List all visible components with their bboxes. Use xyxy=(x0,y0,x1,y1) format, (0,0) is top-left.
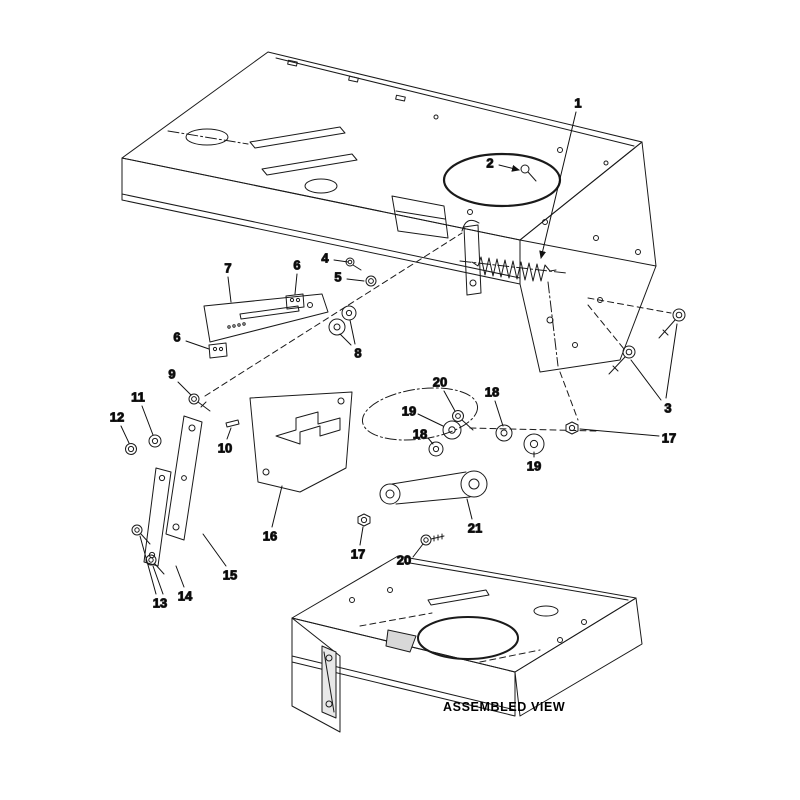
leader-line-1 xyxy=(539,111,577,259)
leader-line-20 xyxy=(443,390,456,412)
leader-line-14 xyxy=(175,565,185,588)
leader-line-3 xyxy=(630,359,662,401)
leader-line-18 xyxy=(427,437,434,445)
leader-line-9 xyxy=(177,381,192,396)
part-label-1-0: 1 xyxy=(574,96,581,111)
assembled-view-drawing xyxy=(291,555,643,733)
leader-line-4 xyxy=(333,259,349,263)
part-label-21-25: 21 xyxy=(468,521,482,536)
part-label-3-2: 3 xyxy=(664,401,671,416)
part-label-18-19: 18 xyxy=(413,427,427,442)
fitting-part-2 xyxy=(520,164,530,174)
leader-line-8 xyxy=(339,333,352,346)
leader-line-20 xyxy=(412,543,424,558)
part-label-7-7: 7 xyxy=(224,261,231,276)
leader-line-11 xyxy=(141,405,154,436)
part-label-16-16: 16 xyxy=(263,529,277,544)
part-label-18-20: 18 xyxy=(485,385,499,400)
part-label-12-12: 12 xyxy=(110,410,124,425)
leader-line-21 xyxy=(466,498,473,520)
leader-line-16 xyxy=(271,485,283,528)
exploded-parts-drawing xyxy=(125,257,579,575)
part-label-11-11: 11 xyxy=(131,390,145,405)
leader-line-6 xyxy=(185,340,210,350)
leader-line-17 xyxy=(359,526,364,546)
part-label-6-6: 6 xyxy=(173,330,180,345)
part-label-6-5: 6 xyxy=(293,258,300,273)
part-label-4-3: 4 xyxy=(321,251,329,266)
part-label-19-22: 19 xyxy=(527,459,541,474)
part-label-19-21: 19 xyxy=(402,404,416,419)
part-label-14-14: 14 xyxy=(178,589,193,604)
leader-line-15 xyxy=(202,533,227,567)
spring-part-1 xyxy=(471,256,557,282)
part-label-15-15: 15 xyxy=(223,568,237,583)
leader-line-7 xyxy=(227,276,232,303)
part-label-20-24: 20 xyxy=(397,553,411,568)
part-label-2-1: 2 xyxy=(486,156,493,171)
part-label-17-18: 17 xyxy=(662,431,676,446)
leader-line-17 xyxy=(579,428,660,437)
leader-line-10 xyxy=(226,427,232,440)
leader-line-13 xyxy=(139,535,157,595)
construction-lines xyxy=(204,232,672,432)
bolts-part-3 xyxy=(608,308,686,375)
leader-line-6 xyxy=(294,273,298,295)
leader-line-8 xyxy=(349,319,356,345)
part-label-17-17: 17 xyxy=(351,547,365,562)
main-deck-drawing xyxy=(121,51,686,375)
part-label-10-10: 10 xyxy=(218,441,232,456)
part-label-8-8: 8 xyxy=(354,346,361,361)
leader-line-2 xyxy=(498,164,520,172)
leader-line-12 xyxy=(120,425,130,444)
assembled-view-caption: ASSEMBLED VIEW xyxy=(443,700,566,714)
leader-line-19 xyxy=(417,413,444,427)
part-label-20-23: 20 xyxy=(433,375,447,390)
leader-line-5 xyxy=(346,278,365,282)
part-label-13-13: 13 xyxy=(153,596,167,611)
leader-line-13 xyxy=(152,565,164,595)
part-label-9-9: 9 xyxy=(168,367,175,382)
part-label-5-4: 5 xyxy=(334,270,341,285)
leader-line-18 xyxy=(494,400,504,427)
leader-line-3 xyxy=(665,323,678,399)
